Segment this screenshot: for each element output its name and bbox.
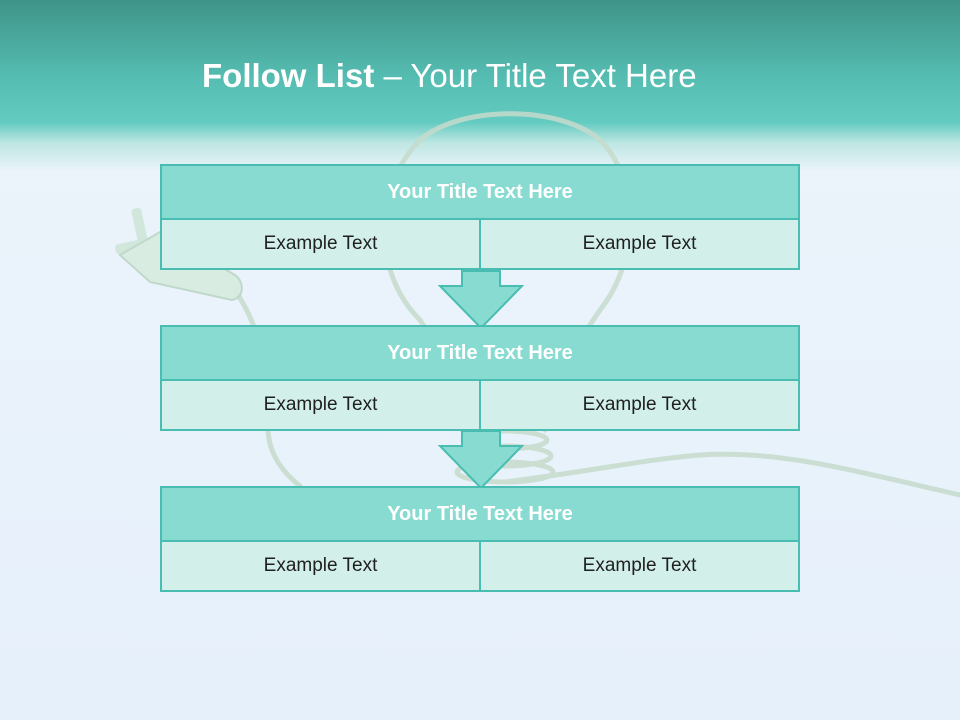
step-cell-right: Example Text [481, 381, 800, 431]
step-title: Your Title Text Here [160, 325, 800, 381]
step-cell-left: Example Text [160, 542, 481, 592]
step-row: Example Text Example Text [160, 381, 800, 431]
down-arrow-icon [438, 270, 524, 330]
step-block-2: Your Title Text Here Example Text Exampl… [160, 325, 800, 431]
step-row: Example Text Example Text [160, 542, 800, 592]
page-title: Follow List – Your Title Text Here [202, 56, 697, 96]
header-band [0, 0, 960, 170]
title-rest: – Your Title Text Here [374, 57, 697, 94]
step-row: Example Text Example Text [160, 220, 800, 270]
title-bold: Follow List [202, 57, 375, 94]
step-cell-left: Example Text [160, 381, 481, 431]
step-cell-right: Example Text [481, 542, 800, 592]
step-cell-right: Example Text [481, 220, 800, 270]
step-title: Your Title Text Here [160, 486, 800, 542]
step-block-1: Your Title Text Here Example Text Exampl… [160, 164, 800, 270]
step-block-3: Your Title Text Here Example Text Exampl… [160, 486, 800, 592]
step-title: Your Title Text Here [160, 164, 800, 220]
down-arrow-icon [438, 430, 524, 490]
step-cell-left: Example Text [160, 220, 481, 270]
